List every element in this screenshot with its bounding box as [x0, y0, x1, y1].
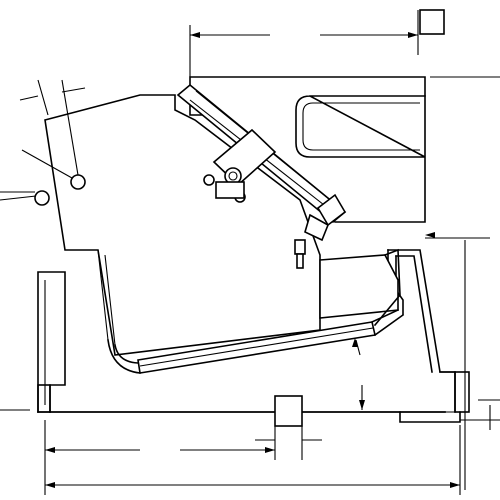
- lower-tray: [107, 248, 405, 374]
- center-pin: [274, 395, 460, 427]
- clamp: [203, 128, 277, 203]
- locating-pins: [0, 149, 86, 206]
- rail-peg: [294, 239, 306, 269]
- dimension-lines: [0, 9, 500, 495]
- top-block: [189, 76, 426, 223]
